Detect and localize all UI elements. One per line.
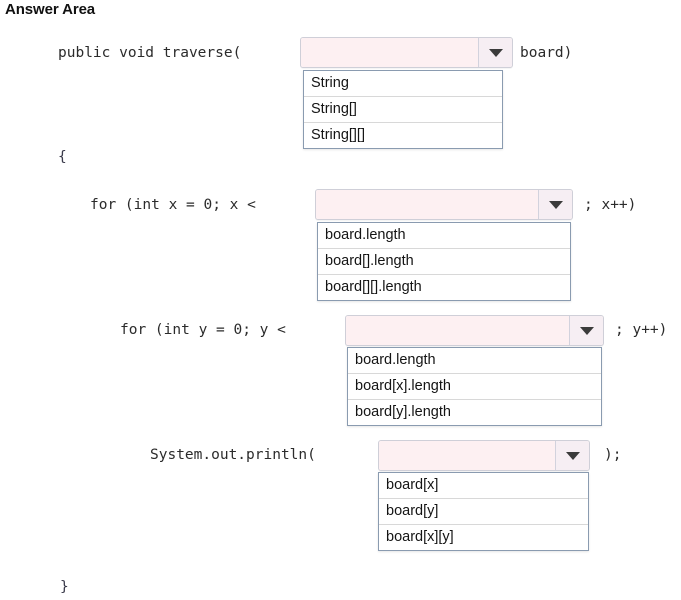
chevron-down-icon[interactable] [538,190,572,219]
dropdown-inner-loop-bound-options[interactable]: board.length board[x].length board[y].le… [347,347,602,426]
dropdown-println-argument-options[interactable]: board[x] board[y] board[x][y] [378,472,589,551]
list-item[interactable]: board.length [318,223,570,249]
dropdown-inner-loop-bound-value[interactable] [346,316,569,345]
chevron-down-icon[interactable] [569,316,603,345]
chevron-down-glyph [565,451,580,460]
list-item[interactable]: board[x][y] [379,525,588,550]
code-open-brace: { [58,149,67,165]
chevron-down-glyph [488,48,503,57]
chevron-down-glyph [579,326,594,335]
dropdown-println-argument[interactable] [378,440,590,471]
list-item[interactable]: String [304,71,502,97]
code-line-outer-for: for (int x = 0; x < [90,197,256,213]
dropdown-println-argument-value[interactable] [379,441,555,470]
list-item[interactable]: board.length [348,348,601,374]
dropdown-parameter-type-value[interactable] [301,38,478,67]
code-close-brace: } [60,579,69,595]
code-text-inner-for-tail: ; y++) [615,322,668,338]
list-item[interactable]: String[][] [304,123,502,148]
dropdown-parameter-type-options[interactable]: String String[] String[][] [303,70,503,149]
list-item[interactable]: board[y] [379,499,588,525]
code-text-println-tail: ); [604,447,622,463]
chevron-down-icon[interactable] [478,38,512,67]
code-line-method-signature: public void traverse( [58,45,242,61]
list-item[interactable]: board[x].length [348,374,601,400]
code-text-outer-for-tail: ; x++) [584,197,637,213]
dropdown-outer-loop-bound-value[interactable] [316,190,538,219]
code-line-inner-for: for (int y = 0; y < [120,322,286,338]
dropdown-outer-loop-bound-options[interactable]: board.length board[].length board[][].le… [317,222,571,301]
chevron-down-glyph [548,200,563,209]
dropdown-parameter-type[interactable] [300,37,513,68]
page-title: Answer Area [5,1,96,18]
list-item[interactable]: board[][].length [318,275,570,300]
chevron-down-icon[interactable] [555,441,589,470]
dropdown-outer-loop-bound[interactable] [315,189,573,220]
code-text-signature-tail: board) [520,45,573,61]
list-item[interactable]: String[] [304,97,502,123]
dropdown-inner-loop-bound[interactable] [345,315,604,346]
code-line-println: System.out.println( [150,447,316,463]
list-item[interactable]: board[x] [379,473,588,499]
list-item[interactable]: board[].length [318,249,570,275]
list-item[interactable]: board[y].length [348,400,601,425]
